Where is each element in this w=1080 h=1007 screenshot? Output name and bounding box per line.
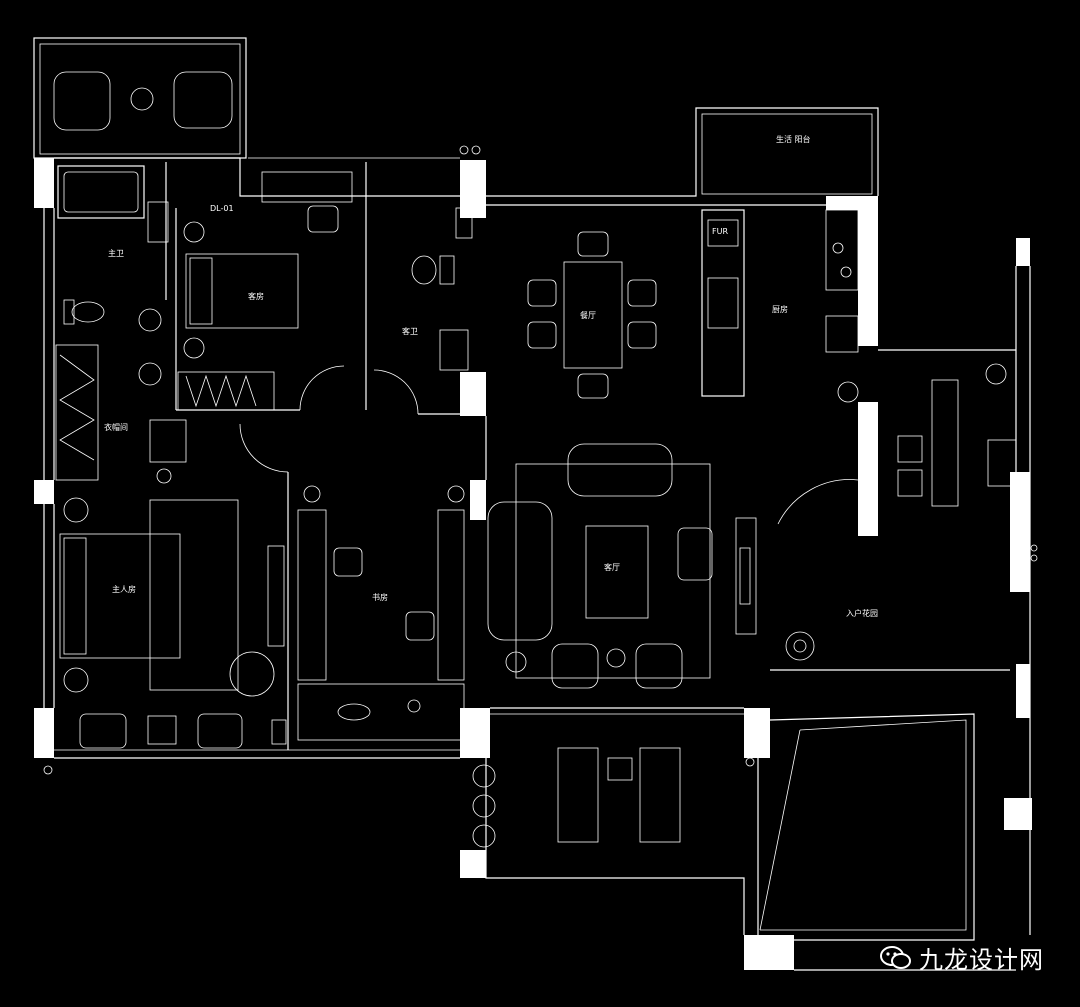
- label-foyer: 入户花园: [846, 608, 878, 618]
- master-bedroom: [59, 419, 289, 750]
- walls: [34, 158, 1032, 970]
- living-room: [487, 443, 757, 689]
- watermark: 九龙设计网: [879, 940, 1044, 975]
- label-guest-room: 客房: [248, 291, 264, 301]
- label-dl01: DL-01: [210, 204, 234, 213]
- guest-room: [175, 171, 353, 411]
- guest-bath: [365, 162, 473, 415]
- watermark-text: 九龙设计网: [919, 946, 1044, 974]
- label-closet: 衣帽间: [104, 422, 128, 432]
- label-master-bedroom: 主人房: [112, 584, 136, 594]
- top-balcony: [33, 37, 247, 159]
- label-balcony-line1: 生活 阳台: [776, 134, 811, 144]
- foyer: [777, 363, 1038, 661]
- label-study: 书房: [372, 592, 388, 602]
- room-labels: 生活 阳台 主卫 DL-01 客房 客卫 餐厅 FUR 厨房 衣帽间 主人房 书…: [104, 134, 878, 618]
- label-master-bath: 主卫: [108, 248, 124, 258]
- kitchen: [701, 209, 859, 403]
- label-fur: FUR: [712, 227, 728, 236]
- wechat-icon: [880, 945, 911, 969]
- label-kitchen: 厨房: [772, 304, 788, 314]
- dining: [527, 231, 657, 399]
- label-dining: 餐厅: [580, 311, 596, 320]
- lower-balcony: [43, 145, 755, 848]
- outline: [43, 107, 1031, 971]
- label-living: 客厅: [604, 562, 620, 572]
- master-bath: [55, 162, 169, 481]
- study: [297, 485, 465, 741]
- label-guest-bath: 客卫: [402, 326, 418, 336]
